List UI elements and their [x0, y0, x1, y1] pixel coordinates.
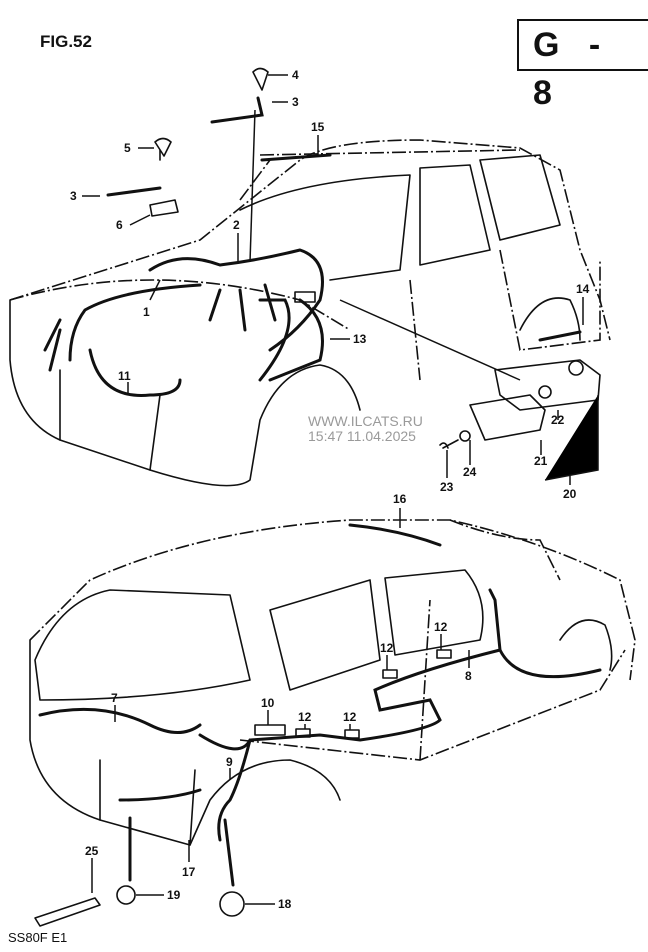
- rear-leader-lines: [91, 508, 470, 905]
- watermark-timestamp: 15:47 11.04.2025: [308, 428, 416, 444]
- callout-18: 18: [278, 897, 292, 911]
- figure-number: FIG.52: [40, 32, 92, 51]
- callout-17: 17: [182, 865, 196, 879]
- callout-12: 12: [343, 710, 357, 724]
- rear-car-body: [29, 519, 636, 846]
- callout-8: 8: [465, 669, 472, 683]
- callout-2: 2: [233, 218, 240, 232]
- callout-5: 5: [124, 141, 131, 155]
- bracket-assembly: [439, 359, 601, 485]
- callout-16: 16: [393, 492, 407, 506]
- model-code: SS80F E1: [8, 930, 68, 945]
- callout-3: 3: [70, 189, 77, 203]
- callout-11: 11: [118, 369, 131, 383]
- watermark-site: WWW.ILCATS.RU: [308, 413, 423, 429]
- callout-10: 10: [261, 696, 275, 710]
- front-wire-harness: [43, 67, 582, 397]
- callout-22: 22: [551, 413, 565, 427]
- section-code-box: G - 8: [517, 19, 648, 112]
- callout-12: 12: [298, 710, 312, 724]
- watermark: WWW.ILCATS.RU 15:47 11.04.2025: [308, 414, 423, 444]
- callout-1: 1: [143, 305, 150, 319]
- callout-24: 24: [463, 465, 477, 479]
- callout-20: 20: [563, 487, 577, 501]
- callout-15: 15: [311, 120, 325, 134]
- callout-23: 23: [440, 480, 454, 494]
- callout-21: 21: [534, 454, 548, 468]
- front-leader-lines: [82, 74, 584, 395]
- callout-12: 12: [434, 620, 448, 634]
- callout-14: 14: [576, 282, 590, 296]
- part-callouts: 4 3 5 3 6 2 15 1 13 11 14 22 21 24 23 20…: [70, 68, 590, 911]
- callout-13: 13: [353, 332, 367, 346]
- callout-25: 25: [85, 844, 99, 858]
- callout-12: 12: [380, 641, 394, 655]
- rear-wire-harness: [34, 523, 602, 927]
- callout-19: 19: [167, 888, 181, 902]
- callout-4: 4: [292, 68, 299, 82]
- callout-3: 3: [292, 95, 299, 109]
- callout-9: 9: [226, 755, 233, 769]
- callout-6: 6: [116, 218, 123, 232]
- callout-7: 7: [111, 691, 118, 705]
